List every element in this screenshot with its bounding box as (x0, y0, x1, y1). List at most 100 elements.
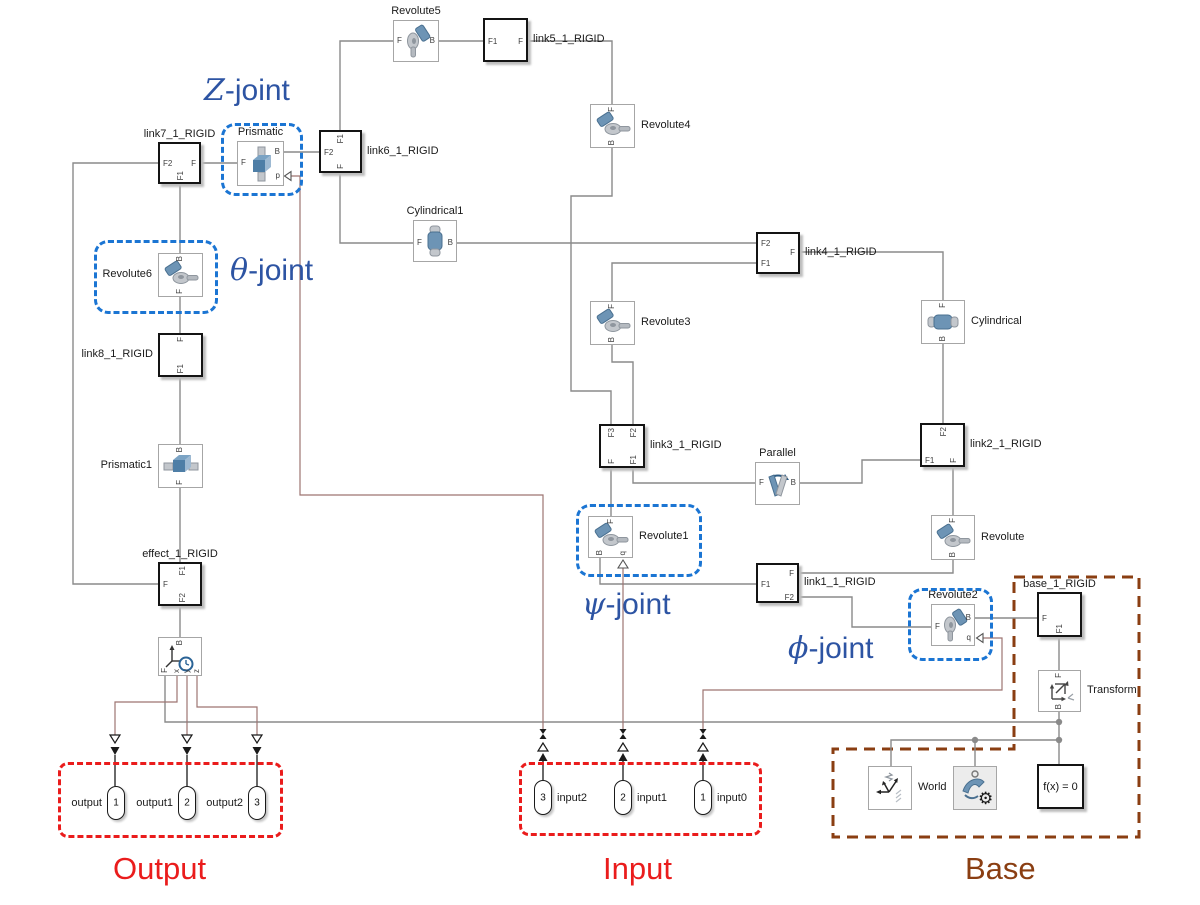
solid-arrow-up-icon (618, 753, 628, 761)
input-port-label: input1 (637, 791, 667, 804)
block-solver[interactable]: f(x) = 0 (1037, 764, 1084, 809)
block-label-prismatic1: Prismatic1 (100, 459, 152, 471)
base-section-label[interactable]: Base (965, 851, 1036, 886)
hollow-arrow-up-icon (616, 741, 630, 752)
output-port-output1[interactable]: 2 (178, 786, 196, 820)
port-number: 1 (113, 797, 119, 809)
phi-joint-region[interactable] (908, 588, 993, 661)
signal-wire-0[interactable] (291, 175, 544, 733)
input-port-input1[interactable]: 2 (614, 780, 632, 815)
output-port-output2[interactable]: 3 (248, 786, 266, 820)
frame-wire-24[interactable] (72, 162, 158, 585)
cylindrical-v-icon (418, 223, 452, 259)
frame-wire-3[interactable] (570, 148, 613, 424)
frame-wire-22[interactable] (890, 739, 1059, 766)
block-world[interactable]: World (868, 766, 947, 810)
port-label-q: q (966, 633, 971, 642)
solver-equation: f(x) = 0 (1043, 780, 1078, 793)
z-joint-region[interactable] (221, 123, 303, 196)
revolute-icon (163, 258, 199, 292)
input-port-label: input0 (717, 791, 747, 804)
port-number: 2 (620, 792, 626, 803)
port-label-B: B (1054, 703, 1063, 709)
port-label-F2: F2 (178, 592, 187, 602)
input-section-label[interactable]: Input (603, 851, 672, 886)
frame-wire-11[interactable] (800, 459, 920, 484)
frame-wire-14[interactable] (599, 558, 756, 585)
frame-wire-0[interactable] (339, 40, 393, 130)
revolute-icon (593, 520, 629, 554)
phi-joint-label[interactable]: ϕ-joint (788, 631, 874, 666)
psi-joint-region[interactable] (576, 504, 702, 577)
block-label-effect_1_rigid: effect_1_RIGID (142, 548, 218, 560)
frame-wire-9[interactable] (800, 251, 944, 300)
input-region[interactable] (519, 762, 762, 836)
port-number: 3 (540, 792, 546, 803)
theta-joint-label[interactable]: θ-joint (230, 253, 314, 288)
signal-wire-3[interactable] (114, 676, 178, 735)
frame-wire-21[interactable] (164, 676, 1059, 723)
block-label-link4_1_rigid: link4_1_RIGID (805, 246, 877, 258)
psi-joint-label[interactable]: ψ-joint (582, 587, 671, 622)
signal-wire-2[interactable] (702, 637, 1003, 733)
block-label-parallel: Parallel (759, 447, 796, 459)
signal-wire-5[interactable] (196, 676, 258, 735)
output-section-label[interactable]: Output (113, 851, 207, 886)
port-label-B: B (948, 551, 957, 557)
prismatic-v-icon (243, 145, 279, 183)
frame-wire-2[interactable] (528, 40, 613, 104)
world-icon (872, 770, 908, 806)
frame-wire-12[interactable] (632, 468, 755, 484)
port-number: 1 (700, 792, 706, 803)
base-region[interactable] (831, 575, 1141, 839)
output-region[interactable] (58, 762, 283, 838)
port-label-z: z (192, 669, 201, 673)
block-mechanism-config[interactable]: ⚙ (953, 766, 997, 810)
z-joint-label[interactable]: Z-joint (204, 73, 290, 108)
frame-wire-5[interactable] (339, 173, 413, 244)
input-port-input0[interactable]: 1 (694, 780, 712, 815)
bowtie-icon (699, 734, 707, 739)
port-label-F1: F1 (925, 456, 935, 465)
output-port-label: output1 (136, 797, 173, 809)
block-label-revolute6: Revolute6 (102, 268, 152, 280)
block-label-link2_1_rigid: link2_1_RIGID (970, 438, 1042, 450)
port-label-B: B (965, 613, 971, 622)
theta-joint-region[interactable] (94, 240, 218, 314)
junction-dot (971, 736, 979, 744)
port-label-F: F (175, 480, 184, 485)
frame-wire-17[interactable] (799, 596, 931, 628)
input-port-input2[interactable]: 3 (534, 780, 552, 815)
frame-wire-7[interactable] (611, 262, 756, 301)
frame-wire-8[interactable] (611, 345, 634, 424)
block-label-revolute: Revolute (981, 530, 1025, 543)
block-label-revolute1: Revolute1 (639, 530, 689, 542)
frame-wire-16[interactable] (799, 560, 954, 574)
output-port-output[interactable]: 1 (107, 786, 125, 820)
